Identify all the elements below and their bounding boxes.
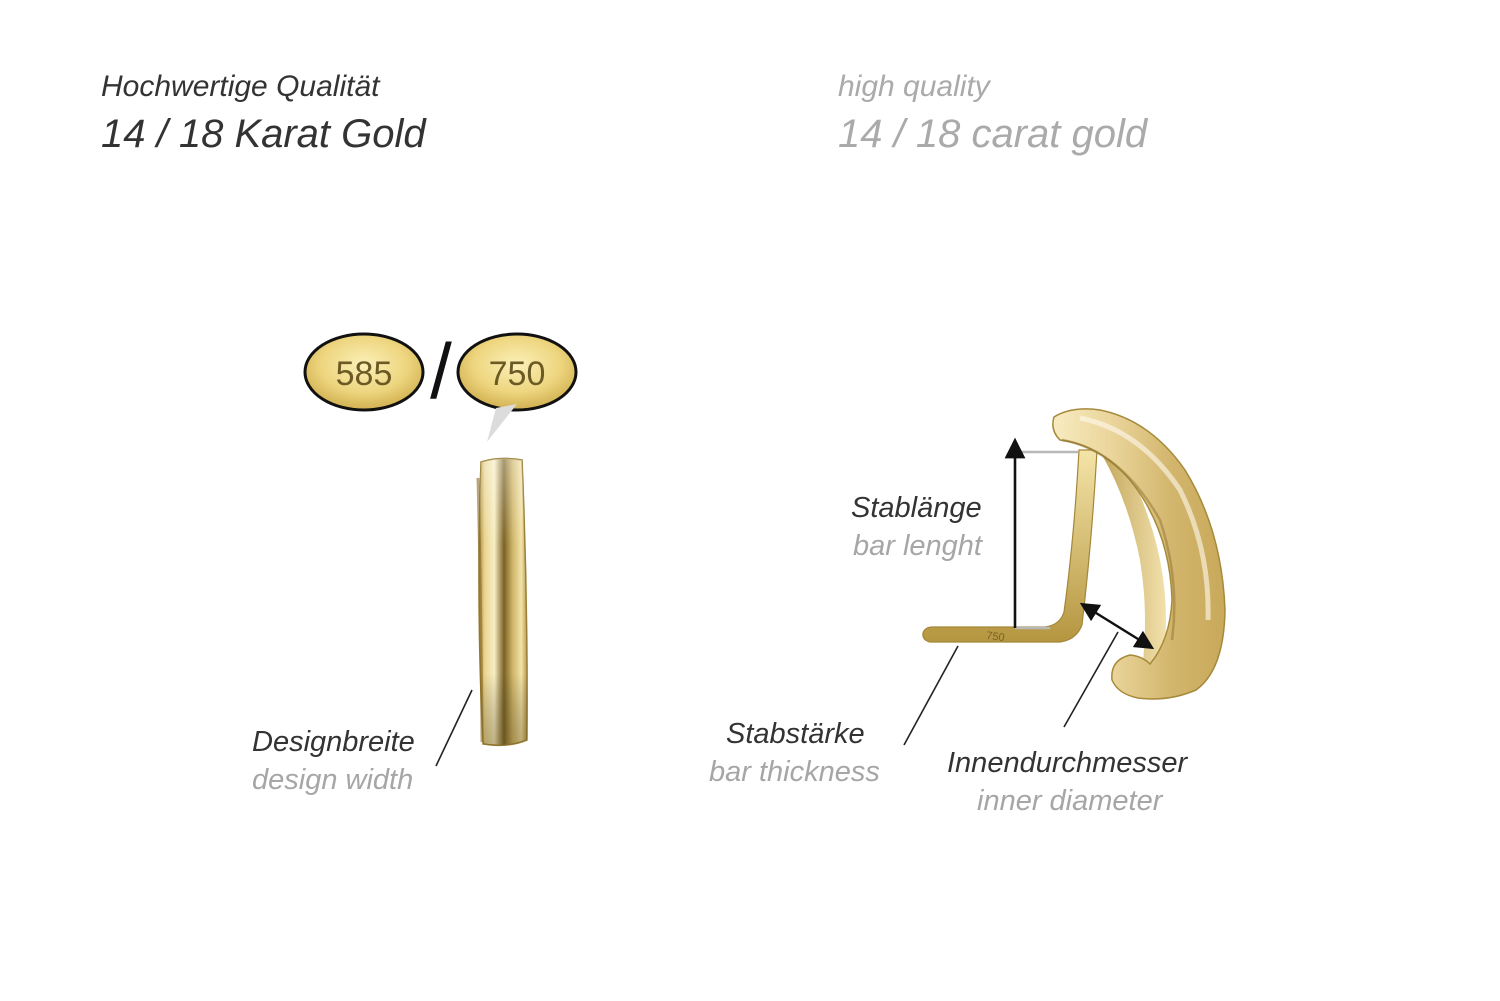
hallmark-stamp-750: 750: [456, 332, 578, 412]
callout-pointer: [487, 404, 517, 442]
header-de-line2: 14 / 18 Karat Gold: [101, 112, 426, 156]
inner-diameter-label-de: Innendurchmesser: [947, 747, 1188, 779]
hallmark-stamp-585: 585: [303, 332, 425, 412]
design-width-label-en: design width: [252, 764, 414, 796]
inner-diameter-leader: [1063, 631, 1119, 728]
engraving-750: 750: [985, 630, 1005, 644]
bar-thickness-label-en: bar thickness: [709, 756, 880, 788]
bar-thickness-label-de: Stabstärke: [726, 718, 865, 750]
bar-length-label-en: bar lenght: [853, 530, 982, 562]
bar-thickness-leader: [903, 645, 959, 746]
inner-diameter-label-en: inner diameter: [977, 785, 1163, 817]
hallmark-750-text: 750: [489, 355, 546, 393]
header-en-line2: 14 / 18 carat gold: [838, 112, 1148, 156]
inner-diameter-dimension: [1079, 602, 1155, 650]
hallmark-585-text: 585: [336, 355, 393, 393]
design-width-leader: [435, 689, 473, 767]
header-en-line1: high quality: [838, 70, 990, 103]
hallmark-separator: /: [430, 327, 452, 415]
design-width-label-de: Designbreite: [252, 726, 415, 758]
bar-length-dimension: [1004, 437, 1078, 630]
front-view-ring: [476, 457, 528, 747]
header-de-line1: Hochwertige Qualität: [101, 70, 380, 103]
bar-length-label-de: Stablänge: [851, 492, 982, 524]
